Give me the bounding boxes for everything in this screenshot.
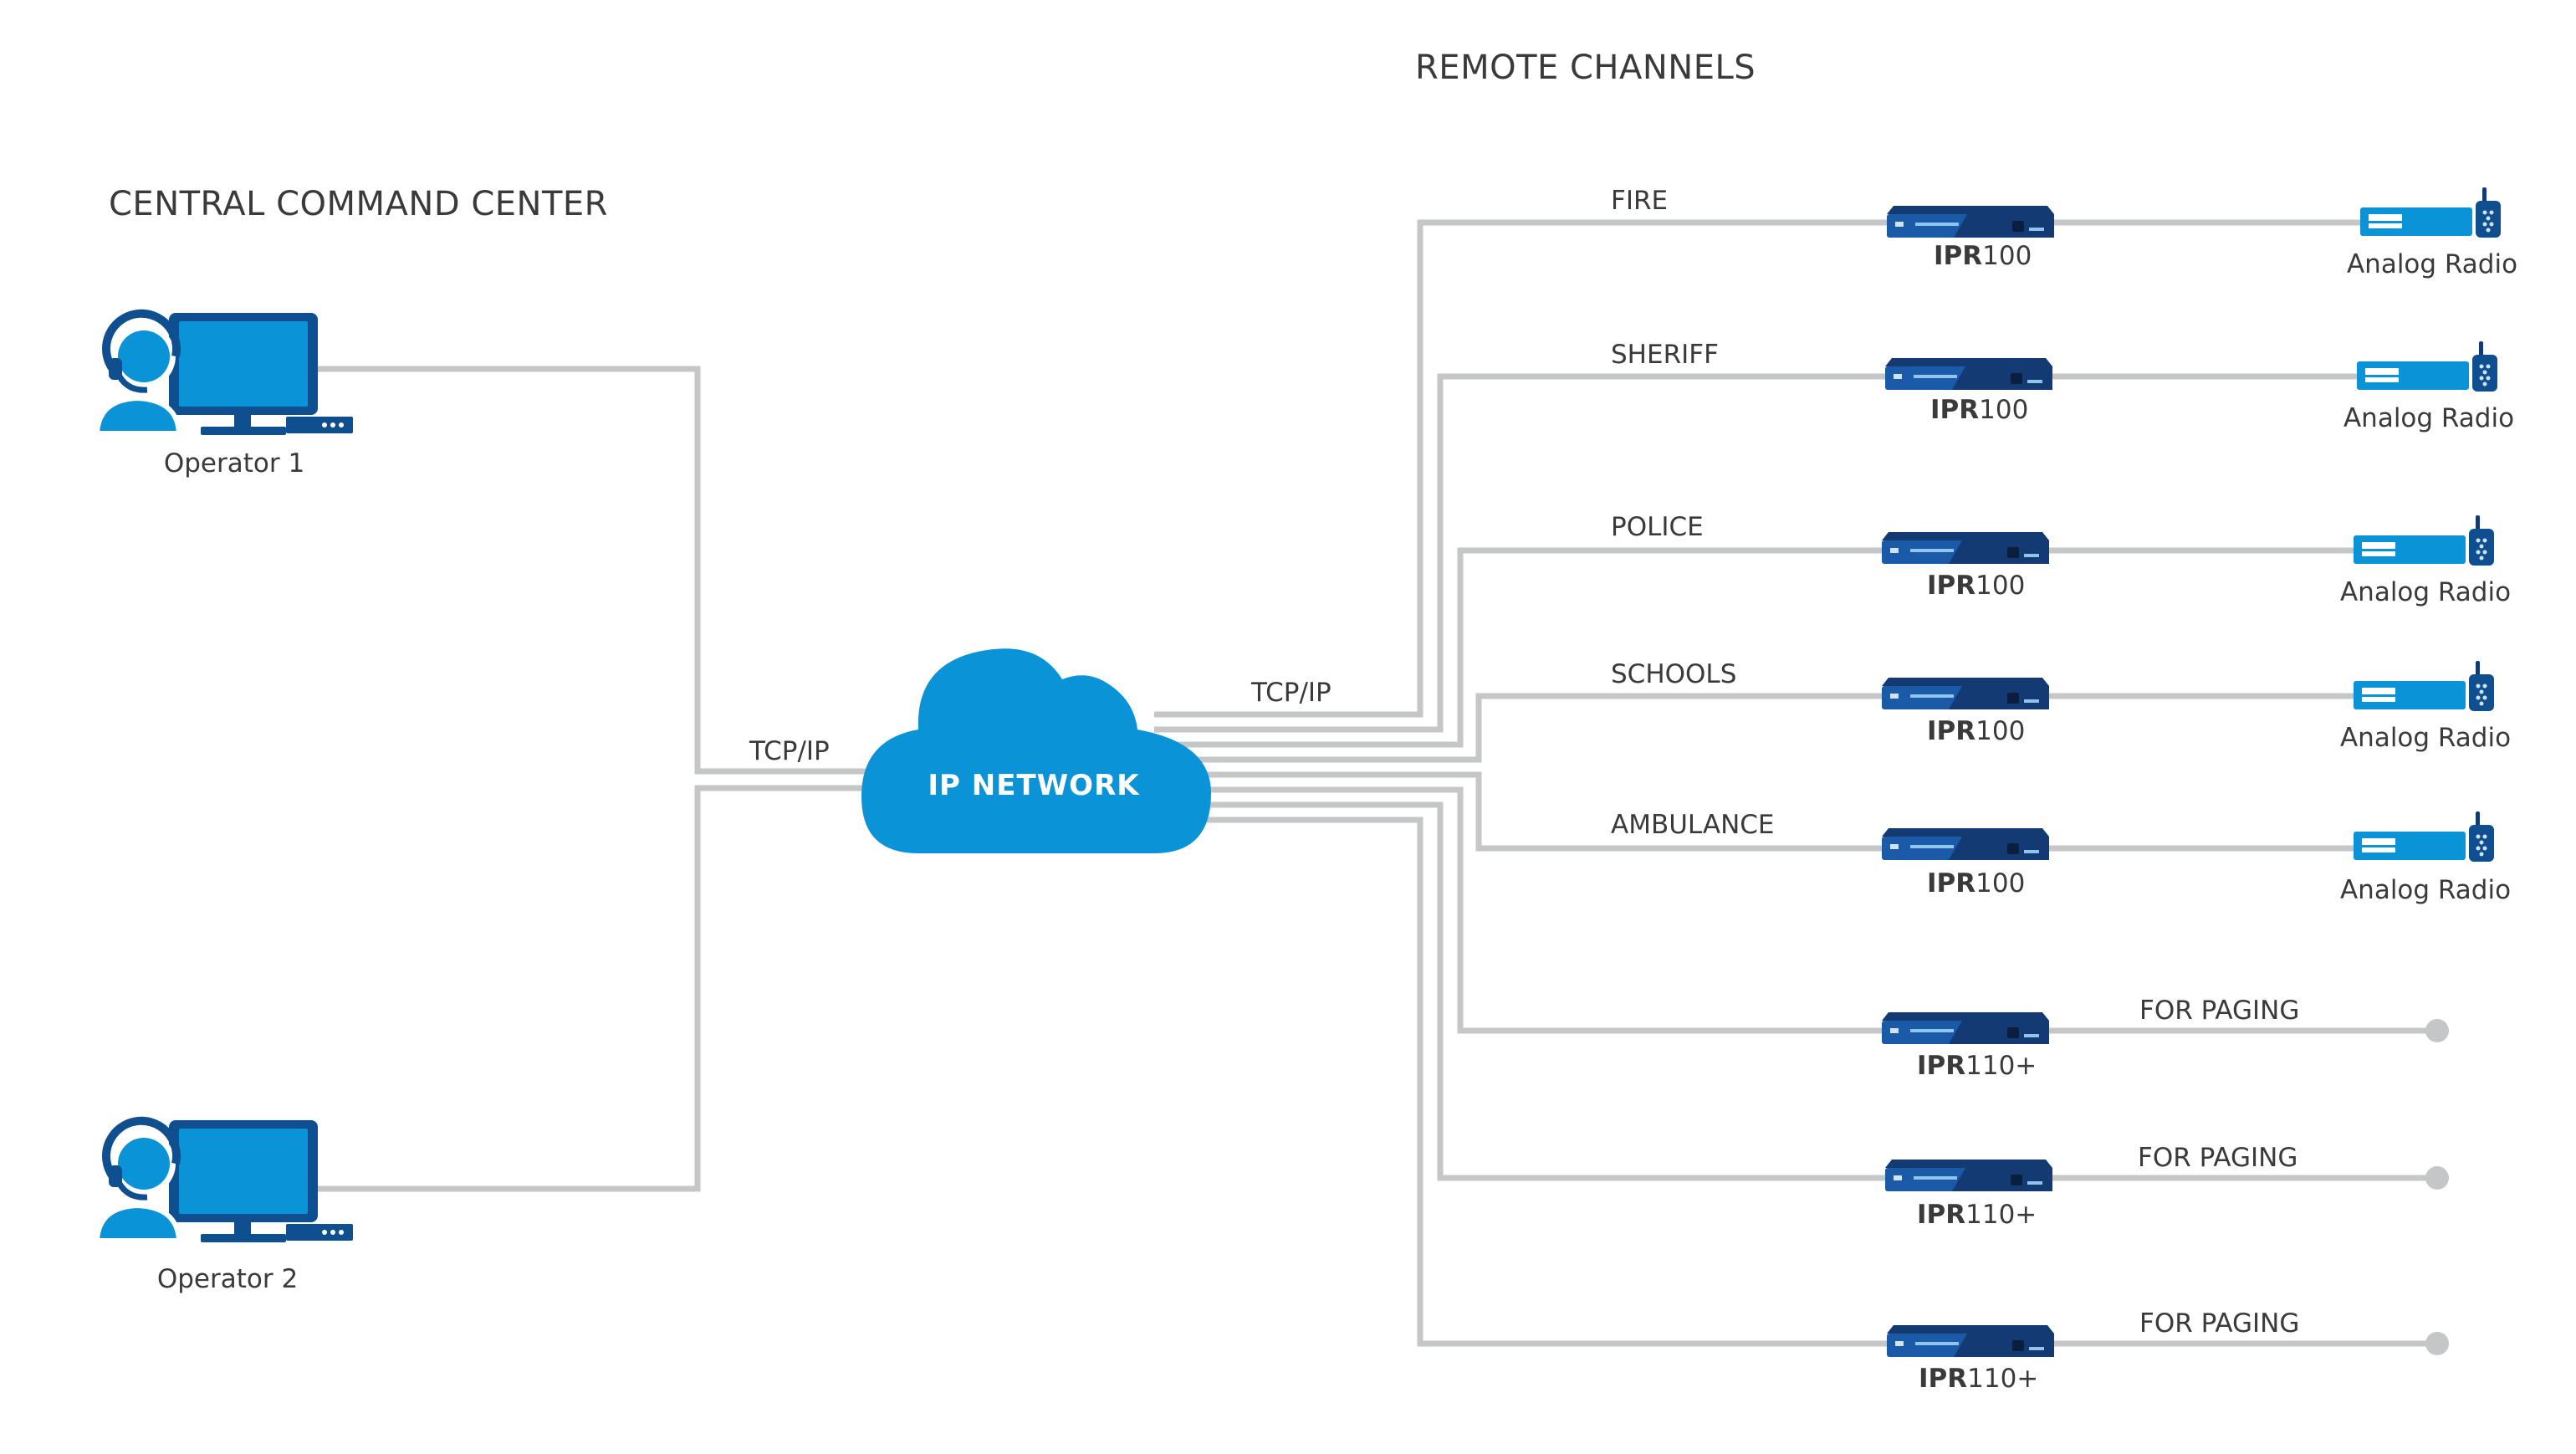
channel-label-ambulance: AMBULANCE xyxy=(1611,810,1775,840)
ipr-device-schools: IPR100 xyxy=(1882,678,2049,746)
central-command-heading: CENTRAL COMMAND CENTER xyxy=(109,185,608,223)
paging-endpoint-dot-3 xyxy=(2425,1332,2449,1355)
ipr-device-icon xyxy=(1887,1325,2054,1357)
wire-ambulance xyxy=(1154,771,1885,852)
analog-radio-icon xyxy=(2354,811,2494,862)
ipr-model-label: IPR100 xyxy=(1927,868,2025,899)
paging-endpoint-dot-2 xyxy=(2425,1166,2449,1190)
wire-fire xyxy=(1154,219,1890,718)
ipr-model-label: IPR110+ xyxy=(1917,1200,2037,1230)
tcp-ip-label-left: TCP/IP xyxy=(749,736,830,766)
channel-label-sheriff: SHERIFF xyxy=(1611,340,1719,370)
wire-paging-2 xyxy=(1154,801,1889,1181)
ipr-device-icon xyxy=(1885,1160,2052,1191)
remote-channels-heading: REMOTE CHANNELS xyxy=(1415,49,1756,87)
paging-endpoint-dot-1 xyxy=(2425,1019,2449,1042)
analog-radio-icon xyxy=(2354,661,2494,711)
operator-label: Operator 2 xyxy=(157,1264,298,1294)
analog-radio-schools: Analog Radio xyxy=(2340,661,2511,753)
wire-operator-2 xyxy=(309,785,870,1192)
channel-label-paging-1: FOR PAGING xyxy=(2139,996,2299,1026)
ip-network-cloud: IP NETWORK xyxy=(861,648,1211,853)
analog-radio-ambulance: Analog Radio xyxy=(2340,811,2511,905)
operator-2: Operator 2 xyxy=(94,1116,353,1294)
wire-schools xyxy=(1154,693,1885,763)
ipr-model-label: IPR100 xyxy=(1927,571,2025,601)
tcp-ip-label-right: TCP/IP xyxy=(1250,678,1331,708)
wire-police xyxy=(1154,547,1885,748)
ipr-device-icon xyxy=(1882,1012,2049,1044)
ipr-device-police: IPR100 xyxy=(1882,532,2049,601)
connection-wires xyxy=(309,219,2434,1347)
analog-radio-police: Analog Radio xyxy=(2340,515,2511,607)
wire-sheriff xyxy=(1154,373,1889,733)
ipr-device-paging-2: IPR110+ xyxy=(1885,1160,2052,1230)
channel-label-police: POLICE xyxy=(1611,512,1704,542)
analog-radio-icon xyxy=(2354,515,2494,566)
ipr-device-ambulance: IPR100 xyxy=(1882,828,2049,899)
analog-radio-label: Analog Radio xyxy=(2340,723,2511,753)
ipr-device-icon xyxy=(1887,206,2054,238)
analog-radio-icon xyxy=(2360,187,2501,238)
wire-paging-1 xyxy=(1154,786,1885,1034)
ipr-model-label: IPR100 xyxy=(1927,716,2025,746)
operator-label: Operator 1 xyxy=(164,448,304,479)
channel-label-paging-2: FOR PAGING xyxy=(2138,1143,2297,1173)
ipr-device-icon xyxy=(1885,358,2052,390)
analog-radio-label: Analog Radio xyxy=(2343,403,2514,433)
channel-label-paging-3: FOR PAGING xyxy=(2139,1308,2299,1339)
ipr-device-fire: IPR100 xyxy=(1887,206,2054,271)
analog-radio-label: Analog Radio xyxy=(2340,875,2511,905)
ipr-device-sheriff: IPR100 xyxy=(1885,358,2052,425)
ipr-device-icon xyxy=(1882,678,2049,709)
cloud-icon xyxy=(861,648,1211,853)
wire-paging-3 xyxy=(1154,817,1890,1347)
channel-label-schools: SCHOOLS xyxy=(1611,659,1736,689)
ipr-model-label: IPR100 xyxy=(1930,395,2028,425)
ipr-device-icon xyxy=(1882,532,2049,564)
ipr-device-icon xyxy=(1882,828,2049,860)
operator-1: Operator 1 xyxy=(94,309,353,479)
analog-radio-sheriff: Analog Radio xyxy=(2343,341,2514,433)
operator-workstation-icon xyxy=(94,1116,353,1243)
ipr-device-paging-3: IPR110+ xyxy=(1887,1325,2054,1394)
ipr-model-label: IPR110+ xyxy=(1919,1364,2038,1394)
ip-network-label: IP NETWORK xyxy=(928,769,1140,802)
channel-label-fire: FIRE xyxy=(1611,186,1668,216)
operator-workstation-icon xyxy=(94,309,353,436)
ipr-device-paging-1: IPR110+ xyxy=(1882,1012,2049,1081)
ipr-model-label: IPR110+ xyxy=(1917,1051,2037,1081)
analog-radio-fire: Analog Radio xyxy=(2347,187,2517,279)
wire-operator-1 xyxy=(309,366,870,775)
ipr-model-label: IPR100 xyxy=(1934,241,2032,271)
analog-radio-label: Analog Radio xyxy=(2340,577,2511,607)
analog-radio-label: Analog Radio xyxy=(2347,249,2517,279)
analog-radio-icon xyxy=(2357,341,2497,392)
